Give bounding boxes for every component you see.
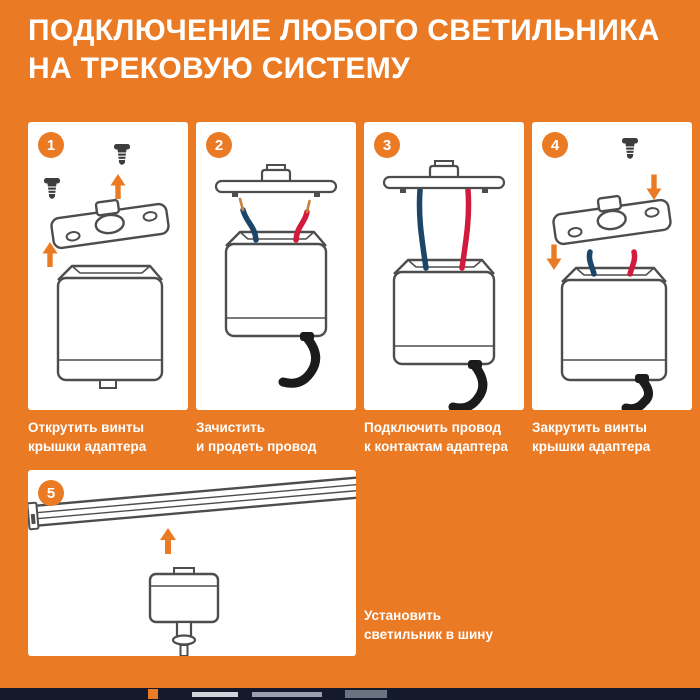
power-cable <box>448 361 488 410</box>
wire-blue <box>586 249 597 277</box>
step-badge-3: 3 <box>374 132 400 158</box>
step-panel-5: 5 <box>28 470 356 656</box>
wire-red <box>627 249 638 277</box>
step-panel-3: 3 <box>364 122 524 410</box>
step-caption-1: Открутить винты крышки адаптера <box>28 420 147 454</box>
step4-illustration <box>546 137 672 410</box>
footer-logo-block <box>148 689 158 699</box>
step-panel-1: 1 <box>28 122 188 410</box>
page-title: ПОДКЛЮЧЕНИЕ ЛЮБОГО СВЕТИЛЬНИКА НА ТРЕКОВ… <box>28 12 660 88</box>
step-badge-2: 2 <box>206 132 232 158</box>
step-badge-1: 1 <box>38 132 64 158</box>
adapter-body <box>392 258 496 366</box>
page-title-line1: ПОДКЛЮЧЕНИЕ ЛЮБОГО СВЕТИЛЬНИКА <box>28 14 660 47</box>
adapter-cover <box>552 194 672 246</box>
arrow-up-icon <box>160 528 176 554</box>
track-adapter <box>148 567 220 656</box>
screw-icon <box>43 177 61 200</box>
footer-mark <box>252 692 322 697</box>
wire-red <box>459 187 472 271</box>
wire-blue <box>416 187 429 271</box>
step-badge-5: 5 <box>38 480 64 506</box>
adapter-cover-side <box>382 160 506 193</box>
step-badge-4: 4 <box>542 132 568 158</box>
adapter-body <box>56 264 164 389</box>
footer-strip <box>0 688 700 700</box>
adapter-cover <box>50 198 170 250</box>
step-caption-2: Зачистить и продеть провод <box>196 420 317 454</box>
track-rail <box>28 476 356 531</box>
adapter-body <box>560 266 668 382</box>
step5-illustration <box>28 476 356 656</box>
arrow-up-icon <box>42 242 58 267</box>
wire-blue <box>240 207 259 243</box>
arrow-up-icon <box>110 174 126 199</box>
step-panel-4: 4 <box>532 122 692 410</box>
footer-mark <box>345 690 387 698</box>
page-title-line2: НА ТРЕКОВУЮ СИСТЕМУ <box>28 52 410 85</box>
adapter-cover-side <box>214 164 338 197</box>
step3-illustration <box>382 160 506 410</box>
wire-red <box>293 209 310 243</box>
step-panel-2: 2 <box>196 122 356 410</box>
power-cable <box>621 375 653 410</box>
step-caption-5: Установить светильник в шину <box>364 608 493 642</box>
wire-red-stripped-tip <box>305 199 311 214</box>
arrow-down-icon <box>546 244 562 270</box>
adapter-body <box>224 230 328 338</box>
step2-illustration <box>214 164 338 388</box>
screw-icon <box>621 137 639 160</box>
step1-illustration <box>42 143 170 389</box>
screw-icon <box>113 143 131 166</box>
step-caption-3: Подключить провод к контактам адаптера <box>364 420 508 454</box>
footer-mark <box>192 692 238 697</box>
wire-blue-stripped-tip <box>238 197 245 212</box>
arrow-down-icon <box>646 174 662 200</box>
power-cable <box>278 333 321 388</box>
step-caption-4: Закрутить винты крышки адаптера <box>532 420 651 454</box>
